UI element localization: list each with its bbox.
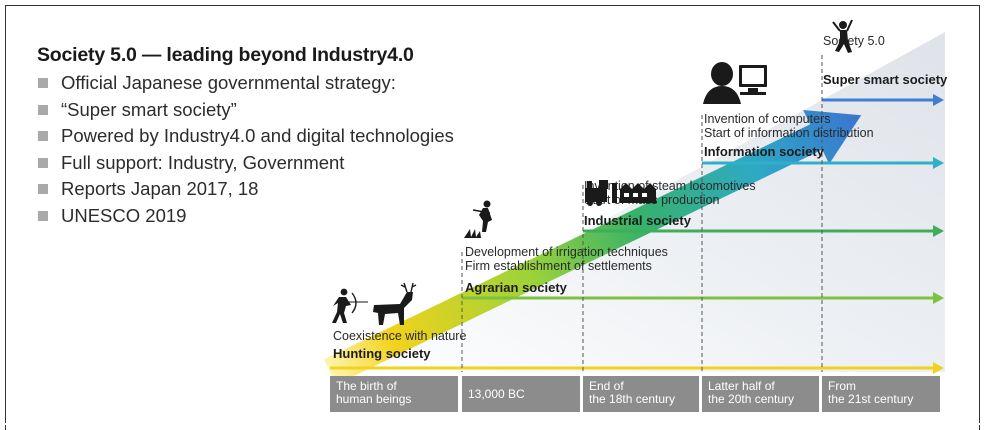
bullet-item: “Super smart society” — [37, 97, 454, 124]
computer-user-icon — [703, 62, 767, 104]
farmer-icon — [464, 200, 492, 238]
stage-description: Start of information distribution — [704, 126, 874, 140]
bullet-item: UNESCO 2019 — [37, 203, 454, 230]
stage-label-group: Development of irrigation techniquesFirm… — [465, 245, 668, 295]
stage-description: Coexistence with nature — [333, 329, 466, 343]
timeline-arrow — [822, 94, 944, 106]
bullet-item: Full support: Industry, Government — [37, 150, 454, 177]
stage-description: Society 5.0 — [823, 34, 885, 48]
stage-description: Firm establishment of settlements — [465, 259, 652, 273]
bullet-square-icon — [38, 78, 48, 88]
bullet-square-icon — [38, 131, 48, 141]
stage-description: Invention of computers — [704, 112, 830, 126]
bullet-square-icon — [38, 210, 48, 221]
bullet-square-icon — [38, 157, 48, 168]
era-label: the 20th century — [708, 392, 794, 406]
timeline-arrow — [330, 362, 944, 374]
jumping-person-icon — [832, 19, 853, 53]
stage-title: Hunting society — [333, 346, 431, 361]
stage-title: Agrarian society — [465, 280, 568, 295]
hunter-deer-icon — [332, 282, 417, 325]
bullet-item: Powered by Industry4.0 and digital techn… — [37, 123, 454, 150]
stage-description: Development of irrigation techniques — [465, 245, 668, 259]
stage-description: Invention of steam locomotives — [584, 179, 756, 193]
bullet-list: Official Japanese governmental strategy:… — [37, 70, 454, 229]
era-label: 13,000 BC — [468, 387, 525, 401]
progress-arrow — [323, 109, 862, 385]
bullet-item: Official Japanese governmental strategy: — [37, 70, 454, 97]
timeline-arrow — [702, 157, 944, 169]
stage-title: Industrial society — [584, 213, 692, 228]
bullet-square-icon — [38, 104, 48, 115]
stage-title: Super smart society — [823, 72, 948, 87]
timeline-arrow — [462, 292, 944, 304]
slide-heading: Society 5.0 — leading beyond Industry4.0 — [37, 44, 414, 66]
era-label: The birth of — [336, 379, 397, 393]
era-label: End of — [589, 379, 624, 393]
era-label: Latter half of — [708, 379, 775, 393]
era-label: From — [828, 379, 856, 393]
timeline-arrow — [583, 225, 944, 237]
era-box: 13,000 BC — [462, 376, 580, 412]
slide-frame — [5, 5, 980, 430]
era-label: human beings — [336, 392, 411, 406]
stage-title: Information society — [704, 144, 825, 159]
era-separators — [461, 55, 823, 372]
bullet-item: Reports Japan 2017, 18 — [37, 176, 454, 203]
factory-train-icon — [585, 180, 656, 206]
era-label: the 18th century — [589, 392, 675, 406]
bullet-square-icon — [38, 184, 48, 194]
era-label: the 21st century — [828, 392, 913, 406]
